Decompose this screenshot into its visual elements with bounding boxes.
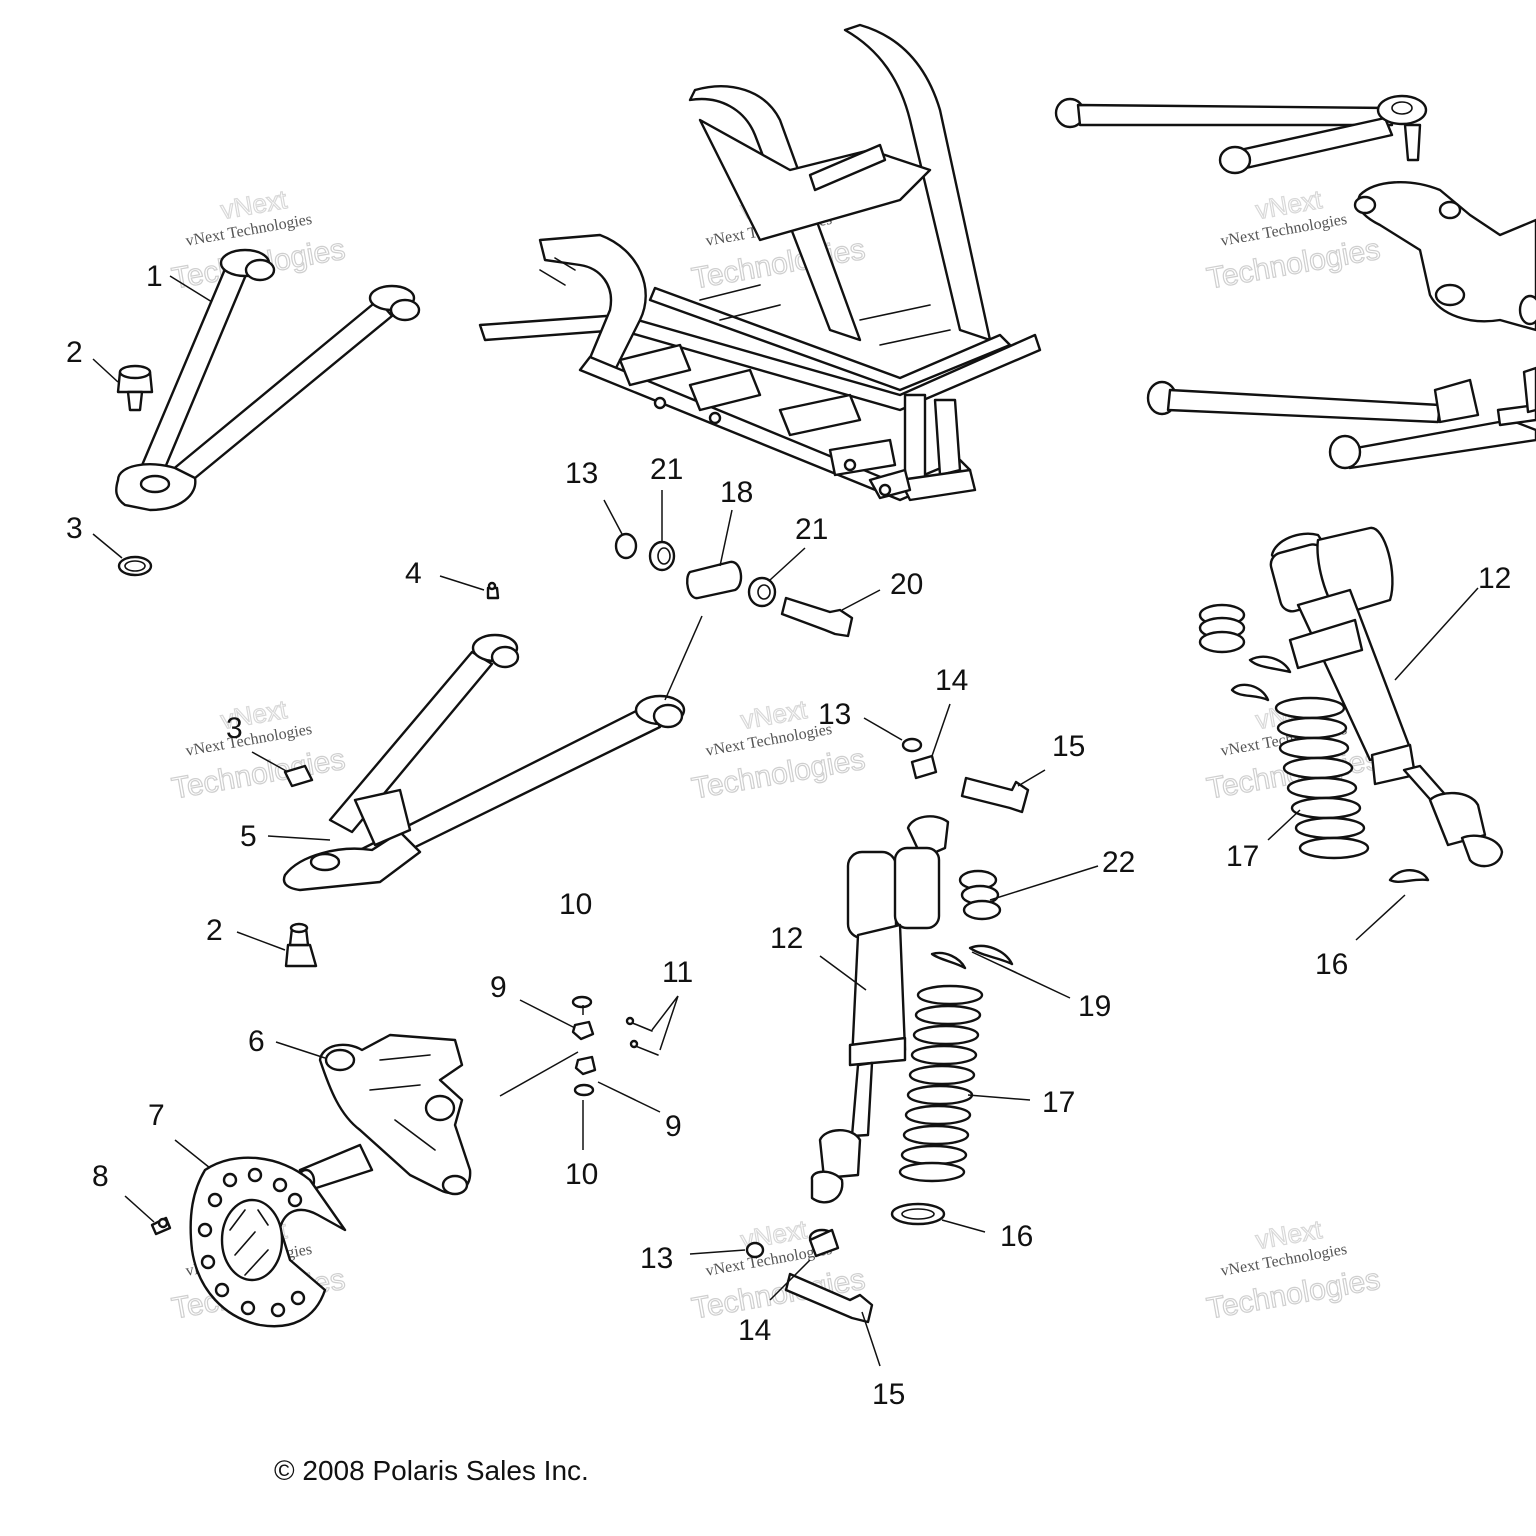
ball-joint-lower [284, 922, 318, 968]
castle-nut-top [571, 1020, 595, 1041]
callout-13c: 13 [640, 1242, 673, 1275]
callout-9a: 9 [490, 971, 507, 1004]
callout-17a: 17 [1226, 840, 1259, 873]
callout-22: 22 [1102, 846, 1135, 879]
watermark: vNext vNext Technologies Technologies [169, 693, 348, 806]
bushing-cap-13c [745, 1241, 765, 1259]
upper-a-arm [115, 248, 421, 512]
callout-9b: 9 [665, 1110, 682, 1143]
retaining-ring-inner [124, 560, 146, 572]
callout-20: 20 [890, 568, 923, 601]
callout-18: 18 [720, 476, 753, 509]
bolt-15b [784, 1272, 874, 1324]
callout-3b: 3 [226, 712, 243, 745]
bushing-cap-13 [614, 532, 638, 560]
washer-top [571, 995, 593, 1009]
front-shock-right [1198, 526, 1504, 884]
right-spindle [1353, 181, 1536, 332]
retaining-ring [117, 555, 153, 577]
brake-disc-screw [150, 1216, 172, 1236]
callout-12b: 12 [770, 922, 803, 955]
callout-5: 5 [240, 820, 257, 853]
bushing-cap-13b [901, 737, 923, 753]
bolt-15a [960, 776, 1030, 814]
washer-bottom [573, 1083, 595, 1097]
sleeve-14a [910, 754, 938, 780]
hardware-spindle-nuts [571, 995, 659, 1097]
sleeve-18 [686, 560, 743, 600]
shock-eye [810, 1170, 844, 1204]
callout-10a: 10 [559, 888, 592, 921]
callout-15a: 15 [1052, 730, 1085, 763]
callout-10b: 10 [565, 1158, 598, 1191]
spring-seat-16 [890, 1202, 946, 1226]
callout-14b: 14 [738, 1314, 771, 1347]
front-shock-center [745, 737, 1030, 1324]
spring-keeper-a [930, 951, 967, 970]
callout-15b: 15 [872, 1378, 905, 1411]
callout-2b: 2 [206, 914, 223, 947]
brake-disc [189, 1156, 347, 1328]
chassis-frame [478, 23, 1042, 502]
callout-3: 3 [66, 512, 83, 545]
grease-fitting [486, 581, 500, 600]
callout-16b: 16 [1000, 1220, 1033, 1253]
spindle [296, 1033, 472, 1196]
callout-17b: 17 [1042, 1086, 1075, 1119]
callout-8: 8 [92, 1160, 109, 1193]
callout-14a: 14 [935, 664, 968, 697]
shock-shaft [850, 1061, 874, 1138]
callout-13b: 13 [818, 698, 851, 731]
reservoir [846, 850, 898, 940]
leader-lines [92, 275, 1479, 1367]
castle-nut-bottom [574, 1055, 597, 1076]
lower-a-arm [282, 633, 686, 892]
retaining-ring-lower [283, 764, 314, 788]
callout-labels: 1 2 3 4 5 2 3 6 7 8 9 9 10 10 11 12 12 1… [66, 260, 1511, 1411]
watermark: vNext vNext Technologies Technologies [1204, 183, 1383, 296]
coil-spring-17 [916, 984, 984, 1006]
callout-11: 11 [662, 956, 693, 989]
pivot-hardware [614, 532, 854, 638]
callout-13a: 13 [565, 457, 598, 490]
callout-16a: 16 [1315, 948, 1348, 981]
callout-21a: 21 [650, 453, 683, 486]
spring-keeper-b [968, 944, 1014, 966]
callout-21b: 21 [795, 513, 828, 546]
copyright-text: © 2008 Polaris Sales Inc. [274, 1455, 589, 1486]
bushing-21b [747, 576, 777, 608]
callout-19: 19 [1078, 990, 1111, 1023]
watermark: vNext vNext Technologies Technologies [1204, 1213, 1383, 1326]
callout-12a: 12 [1478, 562, 1511, 595]
callout-7: 7 [148, 1099, 165, 1132]
right-lower-a-arm [1146, 366, 1536, 470]
ball-joint-upper [116, 364, 154, 412]
callout-4: 4 [405, 557, 422, 590]
callout-1: 1 [146, 260, 163, 293]
spring-seat-right [1388, 869, 1430, 884]
shock-bumper [818, 1129, 862, 1180]
right-upper-a-arm [1054, 94, 1428, 175]
bolt-20 [780, 596, 854, 638]
callout-2: 2 [66, 336, 83, 369]
coil-spring-right [1274, 696, 1346, 720]
callout-6: 6 [248, 1025, 265, 1058]
